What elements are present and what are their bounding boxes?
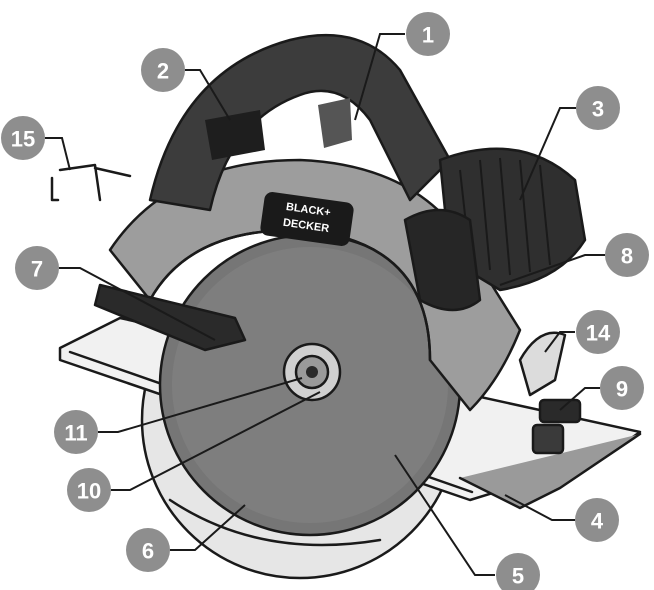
callout-9: 9 bbox=[600, 366, 644, 410]
callout-5-label: 5 bbox=[512, 564, 524, 589]
callout-14-label: 14 bbox=[586, 321, 611, 346]
callout-9-label: 9 bbox=[616, 377, 628, 402]
callout-8-label: 8 bbox=[621, 244, 633, 269]
callout-7-label: 7 bbox=[31, 257, 43, 282]
brand-badge: BLACK+ DECKER bbox=[260, 191, 354, 247]
callout-11: 11 bbox=[54, 410, 98, 454]
callout-3-label: 3 bbox=[592, 97, 604, 122]
leader-lines bbox=[45, 33, 605, 576]
callout-1-label: 1 bbox=[422, 23, 434, 48]
callout-8: 8 bbox=[605, 233, 649, 277]
guard-lever bbox=[93, 283, 247, 352]
callout-1: 1 bbox=[406, 12, 450, 56]
callout-15-label: 15 bbox=[11, 127, 35, 152]
handle bbox=[148, 33, 452, 212]
callout-7: 7 bbox=[15, 246, 59, 290]
front-knob bbox=[403, 208, 482, 312]
callout-2-label: 2 bbox=[157, 59, 169, 84]
hex-key bbox=[50, 163, 132, 202]
callout-6-label: 6 bbox=[142, 539, 154, 564]
callout-3: 3 bbox=[576, 86, 620, 130]
callout-10-label: 10 bbox=[77, 479, 101, 504]
bevel-knob bbox=[531, 398, 582, 455]
callout-6: 6 bbox=[126, 528, 170, 572]
motor-housing bbox=[438, 147, 587, 292]
callout-4: 4 bbox=[575, 498, 619, 542]
callout-5: 5 bbox=[496, 553, 540, 590]
callout-4-label: 4 bbox=[591, 509, 604, 534]
depth-lever bbox=[518, 331, 567, 397]
callout-11-label: 11 bbox=[64, 421, 87, 446]
callout-15: 15 bbox=[1, 116, 45, 160]
callout-14: 14 bbox=[576, 310, 620, 354]
blade-arbor bbox=[282, 342, 342, 402]
callout-2: 2 bbox=[141, 48, 185, 92]
callout-10: 10 bbox=[67, 468, 111, 512]
